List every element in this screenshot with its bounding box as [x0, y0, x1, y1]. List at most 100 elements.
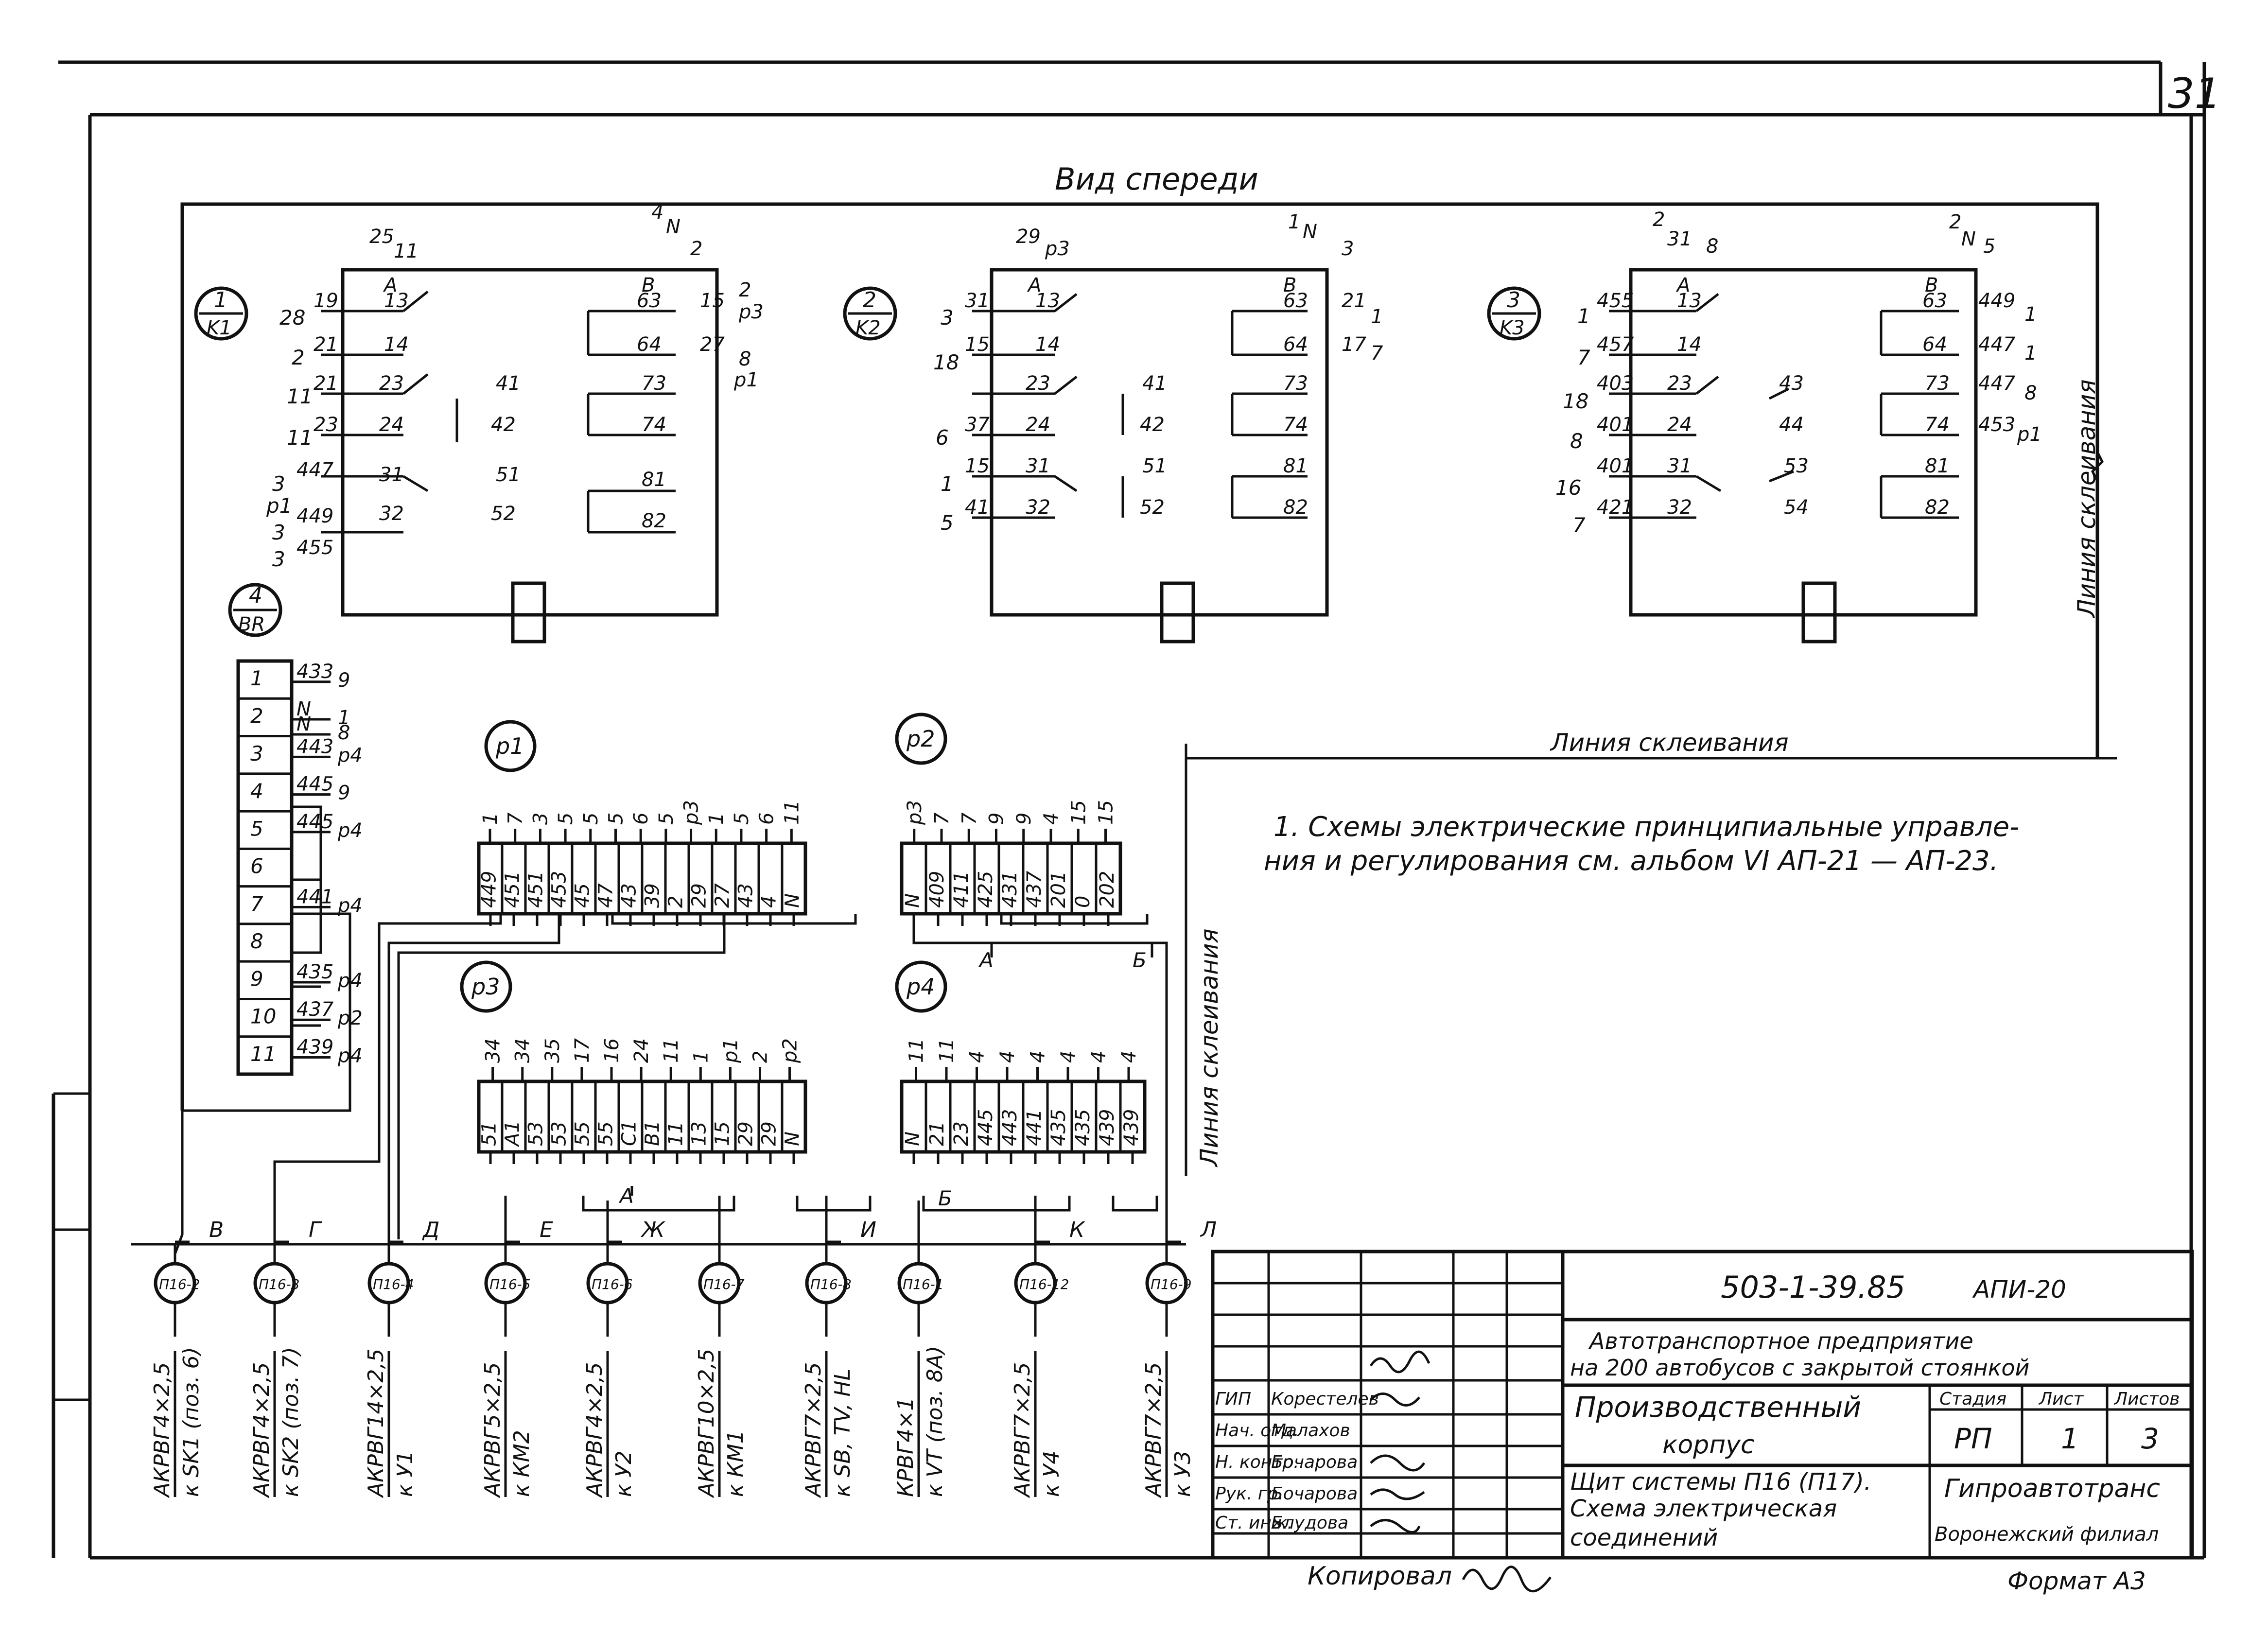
svg-text:74: 74	[1925, 414, 1950, 436]
role-title: Рук. гр.	[1215, 1484, 1284, 1504]
svg-text:2: 2	[690, 238, 702, 260]
terminal-top-label: 34	[482, 1038, 505, 1063]
building-line-1: Производственный	[1575, 1391, 1861, 1424]
relay-k2-marker-bottom: K2	[855, 317, 881, 339]
svg-text:p3: p3	[1045, 238, 1070, 260]
br-wire-label: 437	[297, 998, 334, 1021]
relay-k3-top-labels: 2 31 8 2 N 5 B	[1653, 209, 1995, 296]
terminal-top-label: 7	[958, 812, 980, 825]
svg-text:31: 31	[1667, 455, 1692, 477]
svg-text:401: 401	[1597, 455, 1634, 477]
terminal-cell: 45	[572, 883, 594, 908]
relay-k1-marker-bottom: K1	[207, 317, 232, 339]
svg-text:2: 2	[1653, 209, 1665, 231]
svg-text:32: 32	[1026, 496, 1050, 519]
terminal-top-label: 4	[1040, 813, 1063, 825]
gluing-line-label-top: Линия склеивания	[1550, 729, 1789, 757]
terminal-cell: 29	[758, 1121, 781, 1146]
cable-type: АКРВГ5×2,5	[480, 1362, 505, 1498]
cable-letter: Д	[422, 1218, 439, 1242]
br-row-number: 4	[250, 779, 263, 803]
bus-letter: Б	[938, 1186, 952, 1210]
svg-text:43: 43	[1779, 372, 1804, 395]
relay-k1-far-labels: 28 2 11 11 3 p1 3 3	[266, 306, 313, 571]
svg-text:18: 18	[1563, 389, 1588, 413]
copied-by: Копировал	[1308, 1562, 1452, 1591]
svg-text:5: 5	[1983, 235, 1995, 258]
svg-text:A: A	[1027, 274, 1041, 296]
terminal-cell: 55	[572, 1121, 594, 1146]
relay-k3-marker	[1487, 286, 1541, 341]
svg-text:p1: p1	[733, 369, 759, 391]
note: 1. Схемы электрические принципиальные уп…	[1264, 811, 2019, 877]
cable-letter: B	[209, 1218, 224, 1242]
svg-text:15: 15	[965, 333, 990, 356]
relay-k3: 3 K3 A 13 14 23 24 31 32 455 457 4	[1487, 209, 2042, 644]
terminal-top-label: 7	[505, 812, 527, 825]
svg-text:N: N	[1303, 221, 1317, 243]
br-wire-label: 445	[297, 773, 333, 796]
relay-k2-marker	[843, 286, 897, 341]
svg-text:5: 5	[941, 511, 954, 535]
terminal-top-label: 5	[655, 813, 678, 825]
svg-text:31: 31	[1026, 455, 1050, 477]
svg-text:3: 3	[1342, 238, 1354, 260]
terminal-top-label: 11	[906, 1038, 928, 1063]
cable-letter: Ж	[640, 1218, 665, 1242]
terminal-top-label: 5	[555, 813, 577, 825]
svg-text:1: 1	[941, 472, 954, 496]
drawing-line-2: Схема электрическая	[1570, 1495, 1837, 1522]
svg-text:41: 41	[1142, 372, 1167, 395]
doc-code: 503-1-39.85	[1721, 1270, 1905, 1305]
relay-k1-marker-top: 1	[214, 288, 227, 313]
relay-k3-right-terminals: 63 64 73 74 81 82 449 447 447 453 1 1 8 …	[1922, 290, 2042, 519]
svg-text:44: 44	[1779, 414, 1804, 436]
svg-text:53: 53	[1784, 455, 1809, 477]
terminal-cell: 43	[735, 883, 757, 908]
terminal-cell: 451	[502, 871, 524, 908]
svg-text:455: 455	[297, 537, 333, 559]
svg-text:63: 63	[1283, 290, 1308, 312]
relay-k1: 1 K1 A 13 14 23 24 31 32 19 21 21 2	[194, 201, 764, 644]
signatures	[1369, 1350, 1431, 1533]
terminal-top-label: 15	[1095, 800, 1117, 825]
svg-text:B: B	[642, 274, 655, 296]
gluing-line-label-mid: Линия склеивания	[1195, 928, 1223, 1167]
svg-text:2: 2	[1949, 211, 1961, 233]
cable-destination: к У4	[1039, 1451, 1064, 1497]
terminal-block-marker-label: p3	[471, 974, 500, 1000]
terminal-cell: 435	[1072, 1109, 1094, 1146]
svg-text:14: 14	[384, 333, 409, 356]
svg-text:81: 81	[1925, 455, 1950, 477]
br-wire-label: 433	[297, 661, 333, 683]
terminal-cell: 435	[1047, 1109, 1070, 1146]
br-row-number: 11	[250, 1042, 276, 1066]
terminal-cell: 47	[595, 883, 617, 908]
cable-destination: к VT (поз. 8А)	[923, 1346, 947, 1497]
terminal-top-label: 34	[512, 1038, 534, 1063]
sheet-code: АПИ-20	[1972, 1275, 2066, 1304]
terminal-top-label: 5	[605, 813, 627, 825]
terminal-top-label: 4	[1027, 1051, 1049, 1063]
terminal-top-label: 1	[479, 813, 502, 825]
svg-text:401: 401	[1597, 414, 1634, 436]
svg-text:74: 74	[1283, 414, 1308, 436]
svg-text:A: A	[383, 274, 397, 296]
svg-text:42: 42	[491, 414, 516, 436]
br-row-number: 6	[250, 854, 263, 878]
note-line-1: 1. Схемы электрические принципиальные уп…	[1274, 811, 2019, 843]
svg-text:41: 41	[496, 372, 521, 395]
title-block: 503-1-39.85 АПИ-20 Автотранспортное пред…	[1211, 1250, 2194, 1560]
br-row-number: 5	[250, 817, 263, 840]
terminal-top-label: p3	[904, 800, 926, 825]
relay-k1-left-terminals: A 13 14 23 24 31 32	[379, 274, 409, 525]
cable-letter: Е	[540, 1218, 553, 1242]
svg-text:7: 7	[1371, 342, 1383, 365]
terminal-cell: 11	[665, 1121, 687, 1146]
terminal-cell: 202	[1096, 871, 1118, 908]
svg-text:p3: p3	[738, 301, 764, 323]
terminal-cell: 409	[926, 871, 948, 908]
